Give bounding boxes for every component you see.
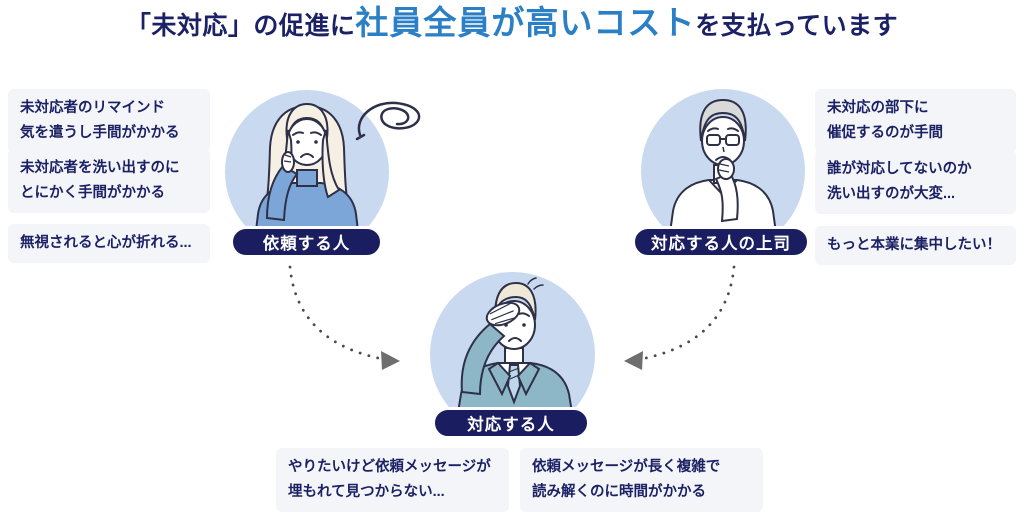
requester-note-2: 未対応者を洗い出すのに とにかく手間がかかる <box>8 149 210 213</box>
responder-illustration <box>430 272 595 437</box>
manager-badge: 対応する人の上司 <box>632 226 810 258</box>
requester-badge: 依頼する人 <box>230 226 383 258</box>
arrowhead-left-icon <box>624 351 643 370</box>
arrow-requester-to-responder <box>288 265 400 370</box>
annoyance-scribble-icon <box>355 101 421 141</box>
title-prefix: 「未対応」の促進に <box>125 12 356 40</box>
page-title: 「未対応」の促進に社員全員が高いコストを支払っています <box>0 0 1024 53</box>
manager-note-3: もっと本業に集中したい！ <box>815 226 1016 265</box>
arrow-manager-to-responder <box>624 265 736 370</box>
responder-badge: 対応する人 <box>432 407 590 439</box>
manager-note-1: 未対応の部下に 催促するのが手間 <box>815 89 1016 153</box>
title-highlight: 社員全員が高いコスト <box>355 4 696 41</box>
manager-note-2: 誰が対応してないのか 洗い出すのが大変... <box>815 150 1016 214</box>
requester-note-3: 無視されると心が折れる... <box>8 224 210 263</box>
requester-note-1: 未対応者のリマインド 気を遣うし手間がかかる <box>8 89 210 153</box>
responder-note-1: やりたいけど依頼メッセージが 埋もれて見つからない... <box>276 448 509 512</box>
title-suffix: を支払っています <box>695 12 899 40</box>
arrowhead-right-icon <box>381 351 400 370</box>
responder-note-2: 依頼メッセージが長く複雑で 読み解くのに時間がかかる <box>520 448 763 512</box>
